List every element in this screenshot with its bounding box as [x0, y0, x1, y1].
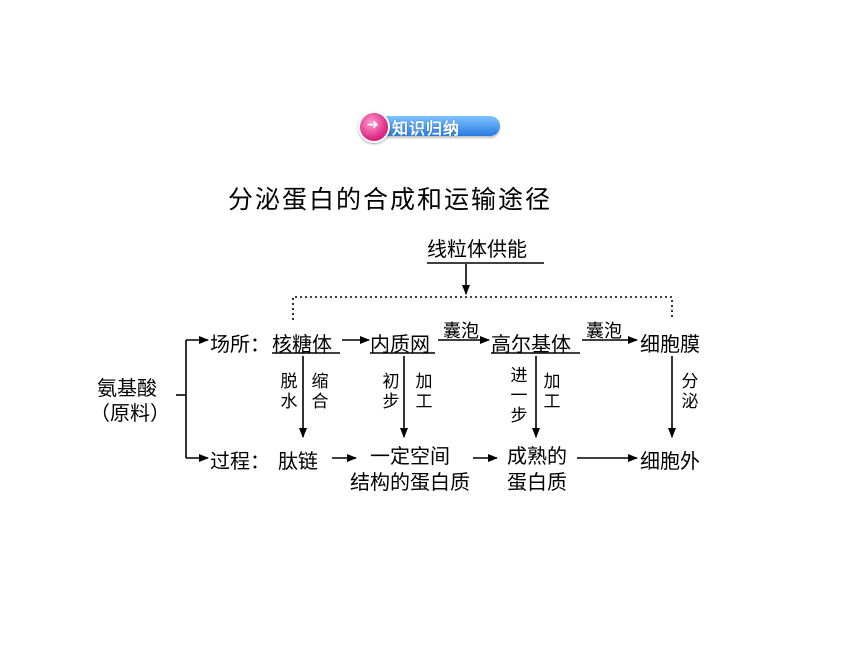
site-membrane: 细胞膜: [640, 332, 700, 356]
site-golgi: 高尔基体: [491, 332, 571, 356]
product-mature-line2: 蛋白质: [507, 470, 567, 494]
energy-label: 线粒体供能: [427, 237, 527, 261]
site-ribosome: 核糖体: [272, 332, 332, 356]
badge-bar: [366, 116, 500, 136]
site-prefix: 场所：: [210, 332, 270, 356]
step3-right-label: 加工: [543, 372, 561, 412]
badge-label: 知识归纳: [392, 119, 461, 138]
badge-circle: [358, 111, 390, 143]
section-badge: ➜ 知识归纳: [358, 110, 502, 143]
step4-right-label: 分泌: [681, 372, 699, 412]
source-name: 氨基酸: [97, 376, 157, 400]
diagram-title: 分泌蛋白的合成和运输途径: [228, 185, 553, 214]
process-prefix: 过程：: [210, 449, 270, 473]
product-peptide: 肽链: [278, 449, 318, 473]
product-folded-line1: 一定空间: [370, 444, 450, 468]
step1-left-label: 脱水: [280, 372, 298, 412]
step2-left-label: 初步: [382, 372, 400, 412]
product-extracellular: 细胞外: [640, 449, 700, 473]
product-mature-line1: 成熟的: [507, 444, 567, 468]
step1-right-label: 缩合: [311, 372, 329, 412]
step2-right-label: 加工: [415, 372, 433, 412]
energy-distribution-line: [292, 296, 673, 320]
site-er: 内质网: [370, 332, 430, 356]
transfer-label-1: 囊泡: [443, 321, 479, 342]
source-note: （原料）: [90, 401, 170, 425]
arrow-right-icon: ➜: [367, 117, 379, 133]
step3-left-label: 进一步: [510, 366, 528, 426]
transfer-label-2: 囊泡: [586, 321, 622, 342]
product-folded-line2: 结构的蛋白质: [350, 470, 470, 494]
